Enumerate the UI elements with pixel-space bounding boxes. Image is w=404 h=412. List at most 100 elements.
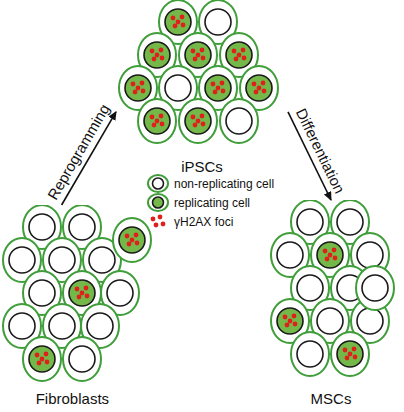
gh2ax-focus (232, 49, 237, 54)
gh2ax-focus (151, 217, 156, 222)
nucleus (69, 214, 95, 240)
arrow-label: Reprogramming (44, 101, 114, 203)
gh2ax-focus (257, 86, 262, 91)
gh2ax-focus (191, 49, 196, 54)
cell-membrane (23, 337, 61, 381)
gh2ax-focus (348, 352, 353, 357)
gh2ax-focus (80, 291, 85, 296)
gh2ax-focus (345, 356, 350, 361)
gh2ax-focus (150, 49, 155, 54)
gh2ax-focus (125, 234, 130, 239)
gh2ax-focus (173, 24, 178, 29)
replicating-nucleus (153, 197, 164, 208)
gh2ax-focus (133, 90, 138, 95)
replicating-nucleus (226, 42, 252, 68)
cell-membrane (63, 337, 101, 381)
cell-membrane (291, 332, 329, 376)
gh2ax-focus (191, 115, 196, 120)
replicating-nucleus (69, 280, 95, 306)
gh2ax-focus (292, 314, 297, 319)
gh2ax-focus (234, 57, 239, 62)
nucleus (69, 346, 95, 372)
gh2ax-focus (201, 122, 206, 127)
gh2ax-focus (44, 352, 49, 357)
gh2ax-focus (293, 322, 298, 327)
gh2ax-focus (161, 222, 166, 227)
gh2ax-focus (241, 48, 246, 53)
nucleus (357, 308, 383, 334)
nucleus (165, 75, 191, 101)
replicating-nucleus (29, 346, 55, 372)
gh2ax-focus (332, 248, 337, 253)
gh2ax-focus (343, 348, 348, 353)
cell-cluster: Fibroblasts (0, 205, 154, 412)
replicating-nucleus (185, 108, 211, 134)
gh2ax-focus (152, 57, 157, 62)
nucleus (29, 214, 55, 240)
nucleus (226, 108, 252, 134)
replicating-nucleus (185, 42, 211, 68)
nucleus (297, 209, 323, 235)
gh2ax-focus (75, 287, 80, 292)
nucleus (87, 313, 113, 339)
nucleus (317, 308, 343, 334)
replicating-nucleus (246, 75, 272, 101)
gh2ax-focus (85, 294, 90, 299)
legend-text: γH2AX foci (174, 215, 233, 229)
gh2ax-focus (152, 123, 157, 128)
gh2ax-focus (333, 256, 338, 261)
legend-row: non-replicating cell (146, 174, 274, 193)
nucleus (29, 280, 55, 306)
legend-text: replicating cell (174, 196, 250, 210)
gh2ax-focus (140, 81, 145, 86)
gh2ax-focus (213, 90, 218, 95)
gh2ax-focus (40, 357, 45, 362)
legend-sample (146, 212, 170, 231)
replicating-nucleus (144, 108, 170, 134)
gh2ax-focus (130, 238, 135, 243)
nucleus (107, 280, 133, 306)
gh2ax-focus (323, 249, 328, 254)
gh2ax-focus (135, 241, 140, 246)
gh2ax-focus (252, 82, 257, 87)
cell-membrane (356, 266, 394, 310)
legend-text: non-replicating cell (174, 177, 274, 191)
replicating-nucleus (165, 9, 191, 35)
legend-sample (146, 193, 170, 212)
gh2ax-focus (283, 315, 288, 320)
nucleus (362, 275, 388, 301)
cell-cluster: MSCs (252, 200, 404, 412)
replicating-nucleus (337, 341, 363, 367)
gh2ax-focus (262, 89, 267, 94)
gh2ax-focus (176, 20, 181, 25)
gh2ax-focus (136, 86, 141, 91)
legend-row: γH2AX foci (146, 212, 274, 231)
nucleus (9, 247, 35, 273)
cell-membrane (148, 194, 168, 211)
cell-cluster: iPSCs (116, 0, 288, 172)
nucleus (297, 275, 323, 301)
cell-cluster-drawing (0, 205, 154, 412)
cell-cluster-drawing (116, 0, 288, 172)
gh2ax-focus (242, 56, 247, 61)
gh2ax-focus (201, 56, 206, 61)
gh2ax-focus (131, 82, 136, 87)
nucleus (49, 313, 75, 339)
legend: non-replicating cell replicating cell γH2A… (146, 174, 274, 231)
gh2ax-focus (77, 295, 82, 300)
gh2ax-focus (84, 286, 89, 291)
replicating-nucleus (205, 75, 231, 101)
nucleus (9, 313, 35, 339)
nucleus (49, 247, 75, 273)
cell-membrane (331, 332, 369, 376)
cell-membrane (220, 99, 258, 143)
replicating-nucleus (119, 227, 145, 253)
nucleus (357, 242, 383, 268)
gh2ax-focus (285, 323, 290, 328)
gh2ax-focus (254, 90, 259, 95)
cell-membrane (179, 99, 217, 143)
gh2ax-focus (352, 347, 357, 352)
legend-sample (146, 174, 170, 193)
gh2ax-focus (37, 361, 42, 366)
